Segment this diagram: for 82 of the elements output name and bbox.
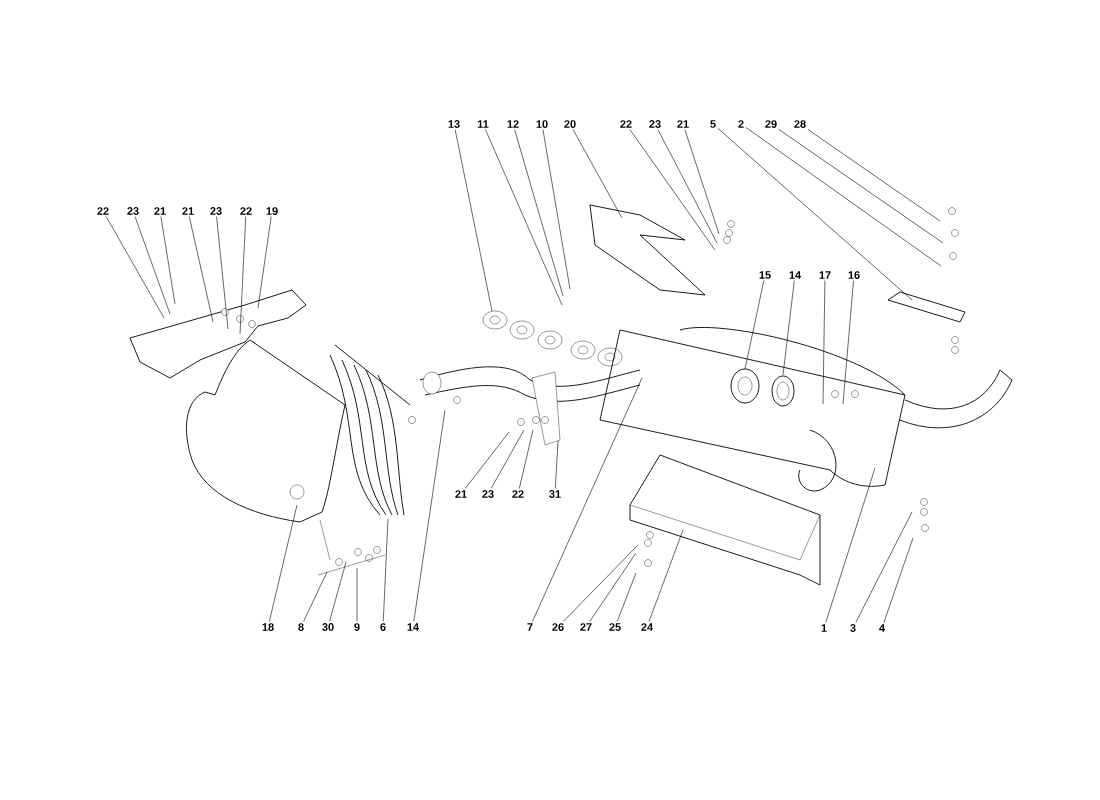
leader-line bbox=[239, 216, 247, 335]
leader-line bbox=[542, 129, 571, 290]
leader-line bbox=[514, 129, 564, 297]
callout-number: 27 bbox=[580, 623, 592, 631]
callout-number: 3 bbox=[850, 624, 856, 632]
callout-number: 30 bbox=[322, 623, 334, 631]
leader-line bbox=[825, 467, 876, 623]
leader-line bbox=[822, 280, 826, 405]
callout-number: 21 bbox=[182, 207, 194, 215]
callout-number: 8 bbox=[298, 623, 304, 631]
callout-number: 2 bbox=[738, 120, 744, 128]
leader-line bbox=[105, 216, 165, 319]
leader-line bbox=[807, 129, 941, 222]
callout-number: 21 bbox=[455, 490, 467, 498]
callout-number: 15 bbox=[759, 271, 771, 279]
leader-line bbox=[485, 129, 563, 306]
callout-number: 10 bbox=[536, 120, 548, 128]
leader-line bbox=[188, 216, 214, 323]
callout-number: 26 bbox=[552, 623, 564, 631]
callout-number: 18 bbox=[262, 623, 274, 631]
leader-line bbox=[490, 429, 525, 489]
leader-line bbox=[555, 440, 559, 489]
leader-line bbox=[160, 216, 176, 305]
leader-line bbox=[657, 129, 718, 244]
callout-number: 25 bbox=[609, 623, 621, 631]
leader-line bbox=[532, 377, 643, 622]
callout-number: 7 bbox=[527, 623, 533, 631]
callout-number: 6 bbox=[380, 623, 386, 631]
leader-line bbox=[572, 129, 623, 219]
leader-line bbox=[329, 561, 347, 622]
callout-number: 31 bbox=[549, 490, 561, 498]
leader-line bbox=[855, 511, 913, 623]
leader-line bbox=[717, 127, 913, 301]
leader-line bbox=[589, 552, 637, 622]
callout-number: 17 bbox=[819, 271, 831, 279]
callout-number: 12 bbox=[507, 120, 519, 128]
callout-number: 21 bbox=[154, 207, 166, 215]
callout-number: 4 bbox=[879, 624, 885, 632]
leader-line bbox=[216, 216, 229, 330]
leader-line bbox=[134, 216, 171, 315]
callout-number: 28 bbox=[794, 120, 806, 128]
leader-line bbox=[778, 129, 944, 244]
callout-number: 16 bbox=[848, 271, 860, 279]
leader-line bbox=[648, 529, 684, 622]
callout-number: 9 bbox=[354, 623, 360, 631]
leader-line bbox=[356, 567, 358, 622]
leader-line bbox=[616, 572, 637, 622]
callout-number: 24 bbox=[641, 623, 654, 631]
leader-line bbox=[464, 431, 510, 489]
leader-line bbox=[303, 571, 328, 622]
callout-number: 29 bbox=[765, 120, 777, 128]
callout-number: 23 bbox=[127, 207, 139, 215]
callout-number: 19 bbox=[266, 207, 278, 215]
leader-line bbox=[745, 127, 942, 267]
leader-line bbox=[563, 544, 639, 622]
callout-number: 13 bbox=[448, 120, 460, 128]
leader-line bbox=[519, 429, 534, 489]
callout-number: 23 bbox=[482, 490, 494, 498]
leader-line bbox=[413, 409, 446, 622]
leader-line bbox=[842, 280, 854, 405]
leader-line bbox=[684, 129, 720, 235]
leader-line bbox=[883, 537, 914, 623]
callout-number: 14 bbox=[407, 623, 420, 631]
callout-number: 22 bbox=[97, 207, 109, 215]
callout-number: 20 bbox=[564, 120, 576, 128]
callout-number: 22 bbox=[620, 120, 632, 128]
callout-number: 11 bbox=[477, 120, 489, 128]
callout-number: 22 bbox=[512, 490, 524, 498]
leader-line bbox=[782, 280, 795, 376]
callout-number: 23 bbox=[649, 120, 661, 128]
leader-line bbox=[382, 518, 389, 622]
callout-number: 1 bbox=[821, 624, 827, 632]
callout-number: 23 bbox=[210, 207, 222, 215]
callout-number: 22 bbox=[240, 207, 252, 215]
callout-number: 5 bbox=[710, 120, 716, 128]
callout-number: 14 bbox=[789, 271, 802, 279]
leader-line bbox=[269, 504, 298, 622]
leader-line bbox=[454, 129, 493, 312]
leader-line bbox=[629, 129, 716, 251]
callout-number: 21 bbox=[677, 120, 689, 128]
leader-line bbox=[257, 216, 272, 309]
leader-line bbox=[744, 280, 765, 370]
